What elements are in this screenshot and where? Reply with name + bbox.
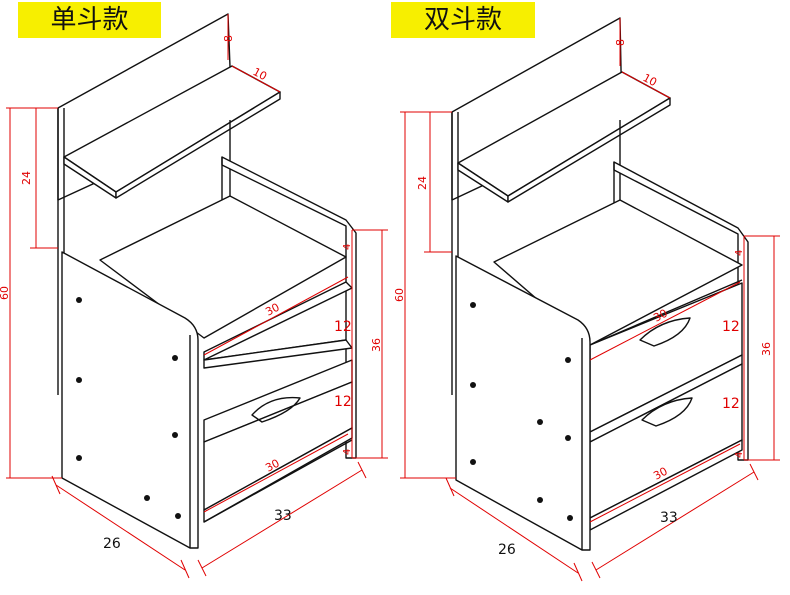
dim-bottom-margin: 4 xyxy=(342,449,353,455)
single-drawer-dimensions: 8 10 24 60 4 12 12 4 36 30 30 26 xyxy=(0,14,388,579)
dim-upper-gap: 24 xyxy=(416,176,429,190)
lower-drawer-handle xyxy=(641,397,693,427)
dim-body-height: 36 xyxy=(370,338,383,352)
dim-body-height: 36 xyxy=(760,342,773,356)
dim-width-lower: 30 xyxy=(263,457,281,475)
right-side-panel xyxy=(613,161,749,461)
front-side-panel xyxy=(455,255,591,551)
dim-top-margin: 4 xyxy=(734,250,745,256)
single-drawer-label: 单斗款 xyxy=(18,2,161,38)
dim-width-outer: 33 xyxy=(660,510,678,526)
dim-drawer1: 12 xyxy=(722,319,740,335)
screw-hole xyxy=(76,297,82,303)
double-drawer-dimensions: 8 10 24 60 4 12 12 4 36 30 30 26 33 xyxy=(393,18,780,582)
right-side-panel xyxy=(221,156,357,459)
dim-shelf-height: 8 xyxy=(614,39,627,46)
dim-shelf-height: 8 xyxy=(222,35,235,42)
dim-upper-gap: 24 xyxy=(20,171,33,185)
screw-hole xyxy=(470,302,476,308)
dim-width-upper: 30 xyxy=(651,307,669,325)
double-drawer-label: 双斗款 xyxy=(391,2,535,38)
dim-top-margin: 4 xyxy=(342,244,353,250)
double-drawer-cabinet xyxy=(451,17,749,551)
dim-compartment: 12 xyxy=(334,319,352,335)
dim-total-height: 60 xyxy=(393,288,406,302)
dim-total-height: 60 xyxy=(0,286,11,300)
dim-width-upper: 30 xyxy=(263,301,281,319)
dim-width-lower: 30 xyxy=(651,465,669,483)
dim-width-outer: 33 xyxy=(274,508,292,524)
single-drawer-cabinet xyxy=(57,13,357,549)
dim-drawer: 12 xyxy=(334,394,352,410)
drawer-handle xyxy=(251,396,301,423)
front-side-panel xyxy=(61,251,199,549)
dim-bottom-margin: 4 xyxy=(734,452,745,458)
dim-shelf-depth: 10 xyxy=(251,65,269,83)
dim-shelf-depth: 10 xyxy=(641,71,659,89)
dim-depth: 26 xyxy=(498,542,516,558)
upper-drawer-handle xyxy=(639,317,691,347)
dim-depth: 26 xyxy=(103,536,121,552)
dim-drawer2: 12 xyxy=(722,396,740,412)
